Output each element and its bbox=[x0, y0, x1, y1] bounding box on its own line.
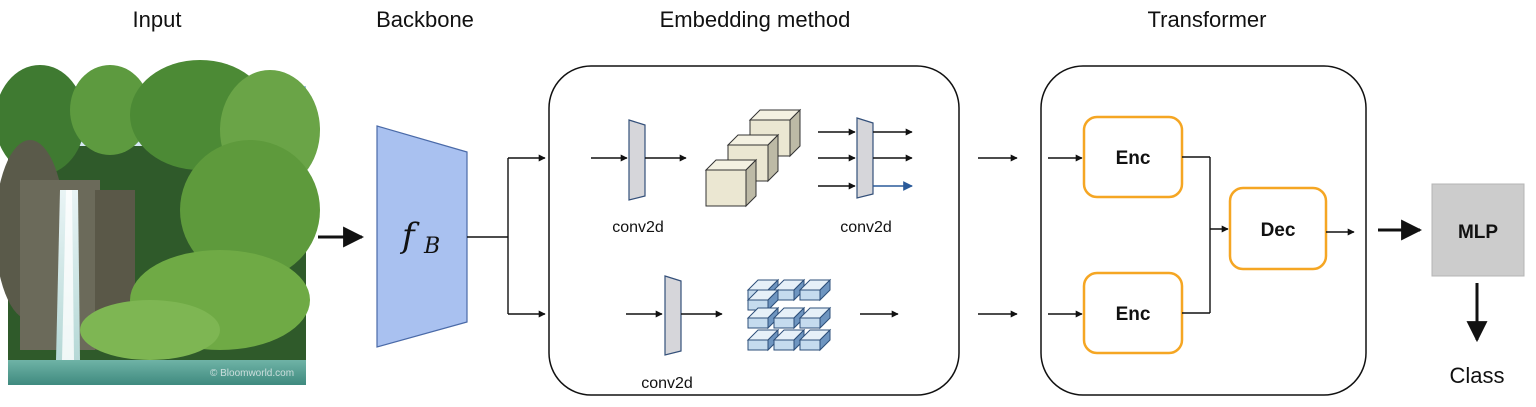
backbone-block: f B bbox=[376, 125, 468, 348]
mlp-label: MLP bbox=[1458, 222, 1498, 243]
conv2d-layer-top-right bbox=[856, 117, 874, 199]
conv2d-label-top-right: conv2d bbox=[840, 219, 892, 236]
image-watermark: © Bloomworld.com bbox=[210, 368, 294, 379]
conv2d-label-top-left: conv2d bbox=[612, 219, 664, 236]
backbone-subscript: B bbox=[423, 234, 440, 259]
patch-grid bbox=[746, 278, 832, 352]
conv2d-layer-top-left bbox=[628, 119, 646, 201]
input-image: © Bloomworld.com bbox=[0, 60, 320, 385]
encoder-bottom-label: Enc bbox=[1116, 304, 1151, 325]
header-embedding-method: Embedding method bbox=[660, 7, 851, 32]
encoder-top-label: Enc bbox=[1116, 148, 1151, 169]
decoder-box bbox=[1228, 186, 1328, 271]
conv2d-layer-bottom bbox=[664, 275, 682, 356]
backbone-split-connector bbox=[467, 154, 546, 318]
output-class-label: Class bbox=[1449, 363, 1504, 388]
conv2d-label-bottom: conv2d bbox=[641, 375, 693, 392]
embedding-bottom-row: conv2d bbox=[626, 275, 899, 392]
header-input: Input bbox=[133, 7, 182, 32]
header-backbone: Backbone bbox=[376, 7, 474, 32]
embedding-top-row: conv2d conv2d bbox=[591, 108, 913, 236]
transformer-internals: Enc Enc Dec bbox=[1048, 115, 1355, 355]
decoder-label: Dec bbox=[1261, 220, 1296, 241]
feature-cubes bbox=[704, 108, 802, 208]
header-transformer: Transformer bbox=[1148, 7, 1267, 32]
mlp-box bbox=[1431, 183, 1525, 277]
